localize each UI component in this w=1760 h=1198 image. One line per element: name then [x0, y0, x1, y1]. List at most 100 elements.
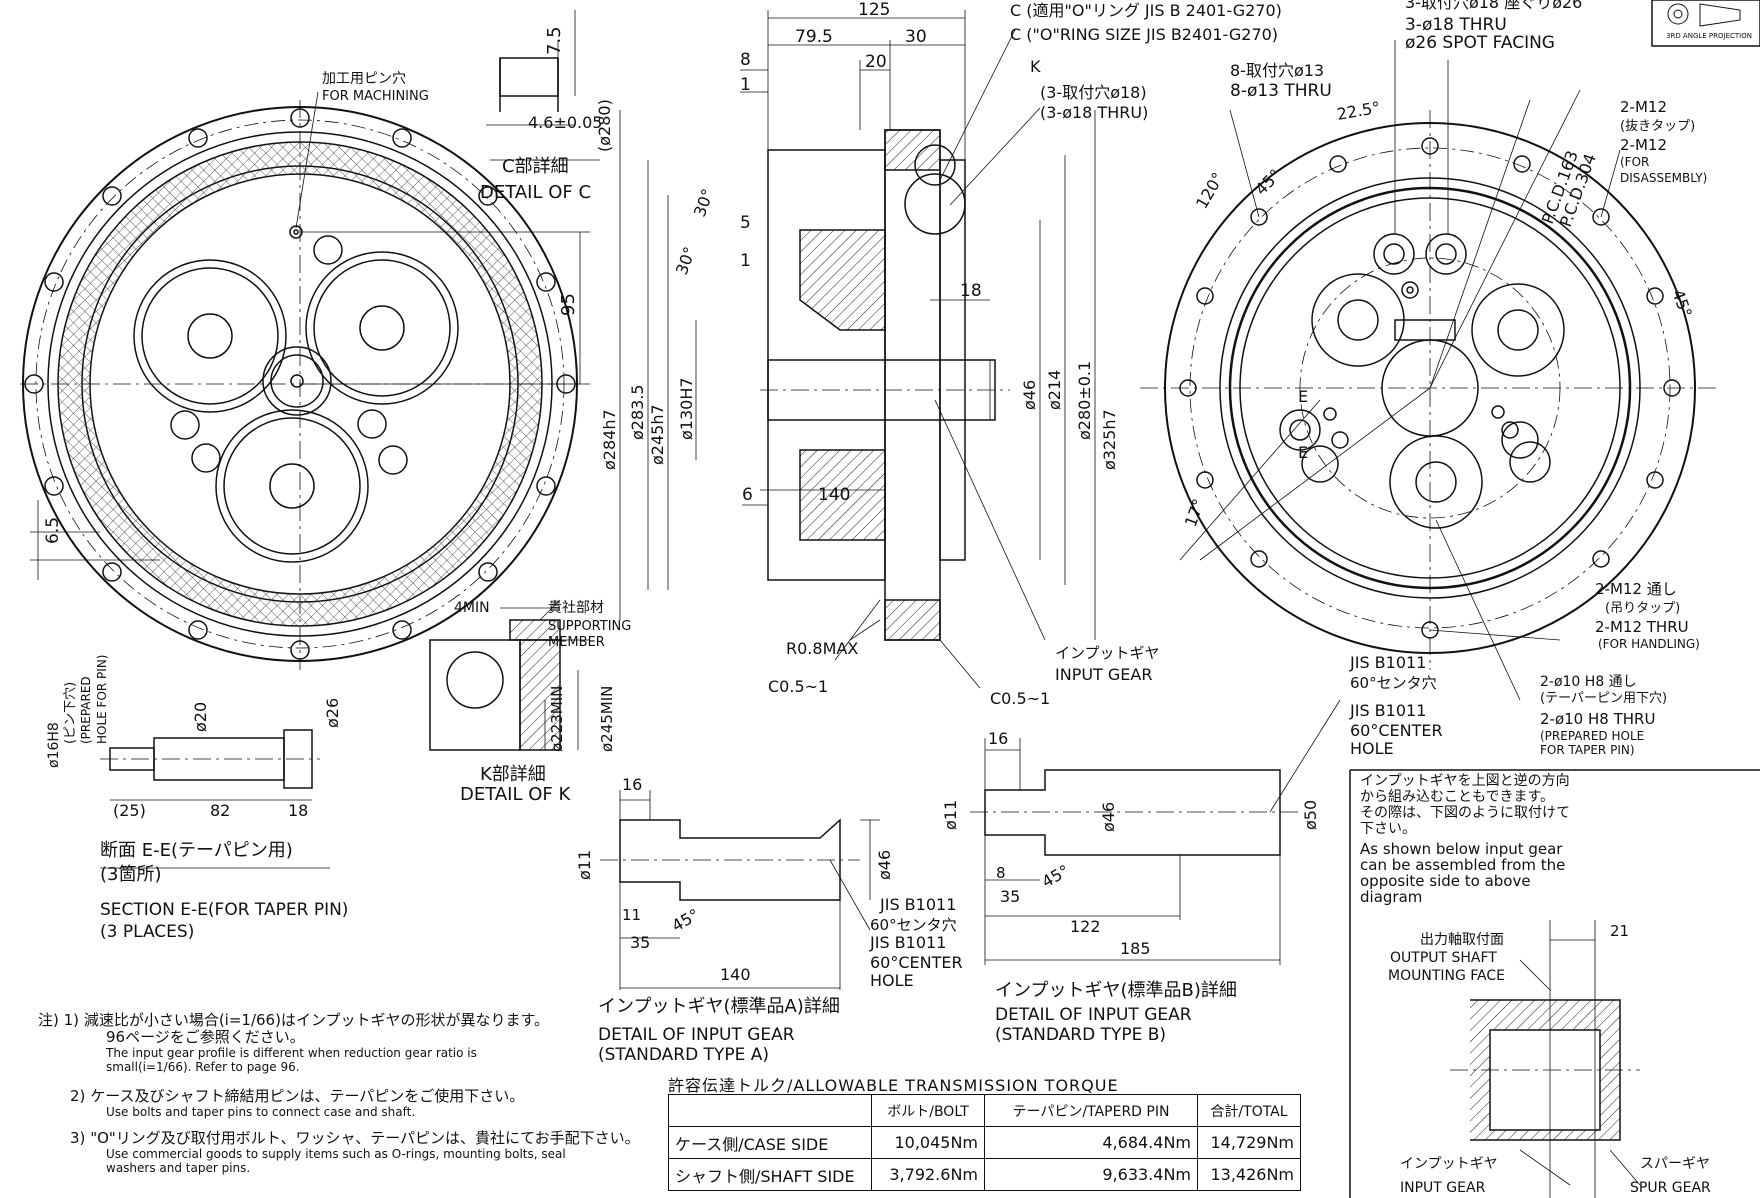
taper-label-jp2: (テーパーピン用下穴) — [1540, 691, 1667, 706]
k-label: K — [1030, 57, 1041, 76]
note-1-en2: small(i=1/66). Refer to page 96. — [106, 1060, 300, 1074]
dia-245-min: ø245MIN — [598, 686, 616, 752]
dim-6: 6 — [742, 485, 753, 505]
dia-130: ø130H7 — [677, 377, 696, 440]
pin-label-jp: (ピン下穴) — [63, 682, 78, 744]
oring-label-jp: C (適用"O"リング JIS B 2401-G270) — [1010, 1, 1282, 20]
torque-table-title: 許容伝達トルク/ALLOWABLE TRANSMISSION TORQUE — [668, 1076, 1119, 1095]
dim-280-ref: (ø280) — [595, 99, 614, 152]
r08-label: R0.8MAX — [786, 639, 858, 658]
m12-handling-tap: (吊りタップ) — [1605, 601, 1680, 616]
m12-tap-jp: (抜きタップ) — [1620, 118, 1695, 134]
note-2-number: 2) — [70, 1087, 86, 1105]
note-2: 2) ケース及びシャフト締結用ピンは、テーパピンをご使用下さい。 Use bol… — [70, 1087, 610, 1120]
pin-label-en1: (PREPARED — [79, 676, 93, 744]
angle-30a: 30° — [690, 186, 718, 219]
c05-label-a: C0.5~1 — [768, 677, 828, 696]
angle-17: 17° — [1181, 496, 1209, 529]
assembly-note-en2: can be assembled from the — [1360, 856, 1566, 874]
note-1-jp2: 96ページをご参照ください。 — [106, 1028, 305, 1046]
assembly-note-box — [1349, 769, 1760, 1198]
detail-k-title-jp: K部詳細 — [480, 764, 546, 785]
gear-a-jis3: JIS B1011 — [869, 933, 946, 952]
section-ee-title-jp2: (3箇所) — [100, 864, 162, 885]
note-2-jp: ケース及びシャフト締結用ピンは、テーパピンをご使用下さい。 — [90, 1087, 525, 1105]
dia-325: ø325h7 — [1100, 409, 1119, 470]
m12-label-en: 2-M12 — [1620, 136, 1667, 154]
section-ee-title-en1: SECTION E-E(FOR TAPER PIN) — [100, 900, 348, 920]
note-1-jp: 減速比が小さい場合(i=1/66)はインプットギヤの形状が異なります。 — [83, 1011, 549, 1029]
gear-a-dia-11: ø11 — [575, 850, 594, 880]
table-cell: 3,792.6Nm — [871, 1158, 985, 1191]
support-label-jp: 貴社部材 — [548, 600, 604, 616]
dim-95: 95 — [558, 293, 579, 316]
thru-label-jp: 8-取付穴ø13 — [1230, 61, 1324, 80]
dia-214: ø214 — [1045, 370, 1064, 410]
table-cell: ケース側/CASE SIDE — [668, 1126, 872, 1159]
dim-20: 20 — [865, 52, 887, 72]
gear-b-len-185: 185 — [1120, 939, 1151, 958]
dia-16-pin: ø16H8 — [46, 722, 62, 768]
len-82: 82 — [210, 801, 230, 820]
dim-18: 18 — [960, 281, 982, 301]
pin-hole-label-jp: 加工用ピン穴 — [322, 71, 406, 87]
shaft-label-jp: 出力軸取付面 — [1420, 932, 1504, 948]
input-gear-b — [970, 699, 1341, 965]
gear-a-angle-45: 45° — [669, 905, 703, 936]
pin-hole-label-en: FOR MACHINING — [322, 89, 429, 104]
support-label-en2: MEMBER — [548, 635, 605, 650]
section-ee-title-jp1: 断面 E-E(テーパピン用) — [100, 840, 293, 861]
spot-label-jp: 3-取付穴ø18 座ぐりø26 — [1405, 0, 1582, 12]
table-cell: 4,684.4Nm — [984, 1126, 1198, 1159]
angle-120: 120° — [1192, 169, 1228, 212]
dim-4-6: 4.6±0.05 — [528, 113, 602, 132]
table-cell: 14,729Nm — [1197, 1126, 1301, 1159]
planet-gears — [133, 225, 459, 563]
gear-a-title-en1: DETAIL OF INPUT GEAR — [598, 1025, 795, 1045]
gear-b-len-8: 8 — [996, 864, 1006, 882]
spot-label-en2: ø26 SPOT FACING — [1405, 33, 1555, 53]
gear-b-title-jp: インプットギヤ(標準品B)詳細 — [995, 980, 1237, 1001]
center-section-view — [619, 10, 1096, 689]
assembly-spur-jp: スパーギヤ — [1640, 1156, 1710, 1172]
detail-c-title-en: DETAIL OF C — [480, 182, 591, 203]
jis-label-en2: 60°CENTER — [1350, 721, 1443, 740]
m12-handling-jp: 2-M12 通し — [1595, 580, 1677, 598]
input-gear-label-jp: インプットギヤ — [1055, 644, 1160, 662]
dia-26: ø26 — [323, 698, 342, 728]
note-3-number: 3) — [70, 1129, 86, 1147]
hole-label-en: (3-ø18 THRU) — [1040, 103, 1148, 122]
table-cell: 9,633.4Nm — [984, 1158, 1198, 1191]
gear-b-title-en1: DETAIL OF INPUT GEAR — [995, 1005, 1192, 1025]
table-header-row: ボルト/BOLT テーパピン/TAPERD PIN 合計/TOTAL — [668, 1094, 1301, 1127]
angle-45b: 45° — [1668, 287, 1696, 320]
m12-disassembly: DISASSEMBLY) — [1620, 171, 1707, 185]
gear-b-dia-11: ø11 — [941, 800, 960, 830]
gear-a-len-35: 35 — [630, 933, 650, 952]
dim-140: 140 — [818, 485, 850, 505]
gear-a-jis2: 60°センタ穴 — [870, 916, 957, 934]
gear-b-dia-50: ø50 — [1301, 800, 1320, 830]
gear-a-jis1: JIS B1011 — [879, 895, 956, 914]
section-ee-title-en2: (3 PLACES) — [100, 922, 194, 942]
gear-a-dia-46: ø46 — [875, 850, 894, 880]
note-3-en: Use commercial goods to supply items suc… — [106, 1147, 566, 1161]
gear-a-jis5: HOLE — [870, 971, 914, 990]
gear-a-jis4: 60°CENTER — [870, 953, 963, 972]
detail-c — [486, 10, 600, 161]
dim-79-5: 79.5 — [795, 27, 833, 47]
assembly-note-en1: As shown below input gear — [1360, 840, 1563, 858]
taper-label-jp1: 2-ø10 H8 通し — [1540, 674, 1637, 690]
gear-a-len-11: 11 — [622, 906, 641, 924]
table-header-cell: ボルト/BOLT — [871, 1094, 985, 1127]
pin-label-en2: HOLE FOR PIN) — [95, 655, 109, 744]
gear-b-len-35: 35 — [1000, 887, 1020, 906]
m12-for: (FOR — [1620, 155, 1649, 169]
note-1: 注) 1) 減速比が小さい場合(i=1/66)はインプットギヤの形状が異なります… — [38, 1011, 598, 1075]
angle-30b: 30° — [672, 244, 700, 277]
left-front-view — [20, 91, 590, 670]
assembly-note-jp4: 下さい。 — [1360, 821, 1416, 837]
gear-a-title-jp: インプットギヤ(標準品A)詳細 — [598, 996, 840, 1017]
assembly-input-en: INPUT GEAR — [1400, 1180, 1486, 1196]
